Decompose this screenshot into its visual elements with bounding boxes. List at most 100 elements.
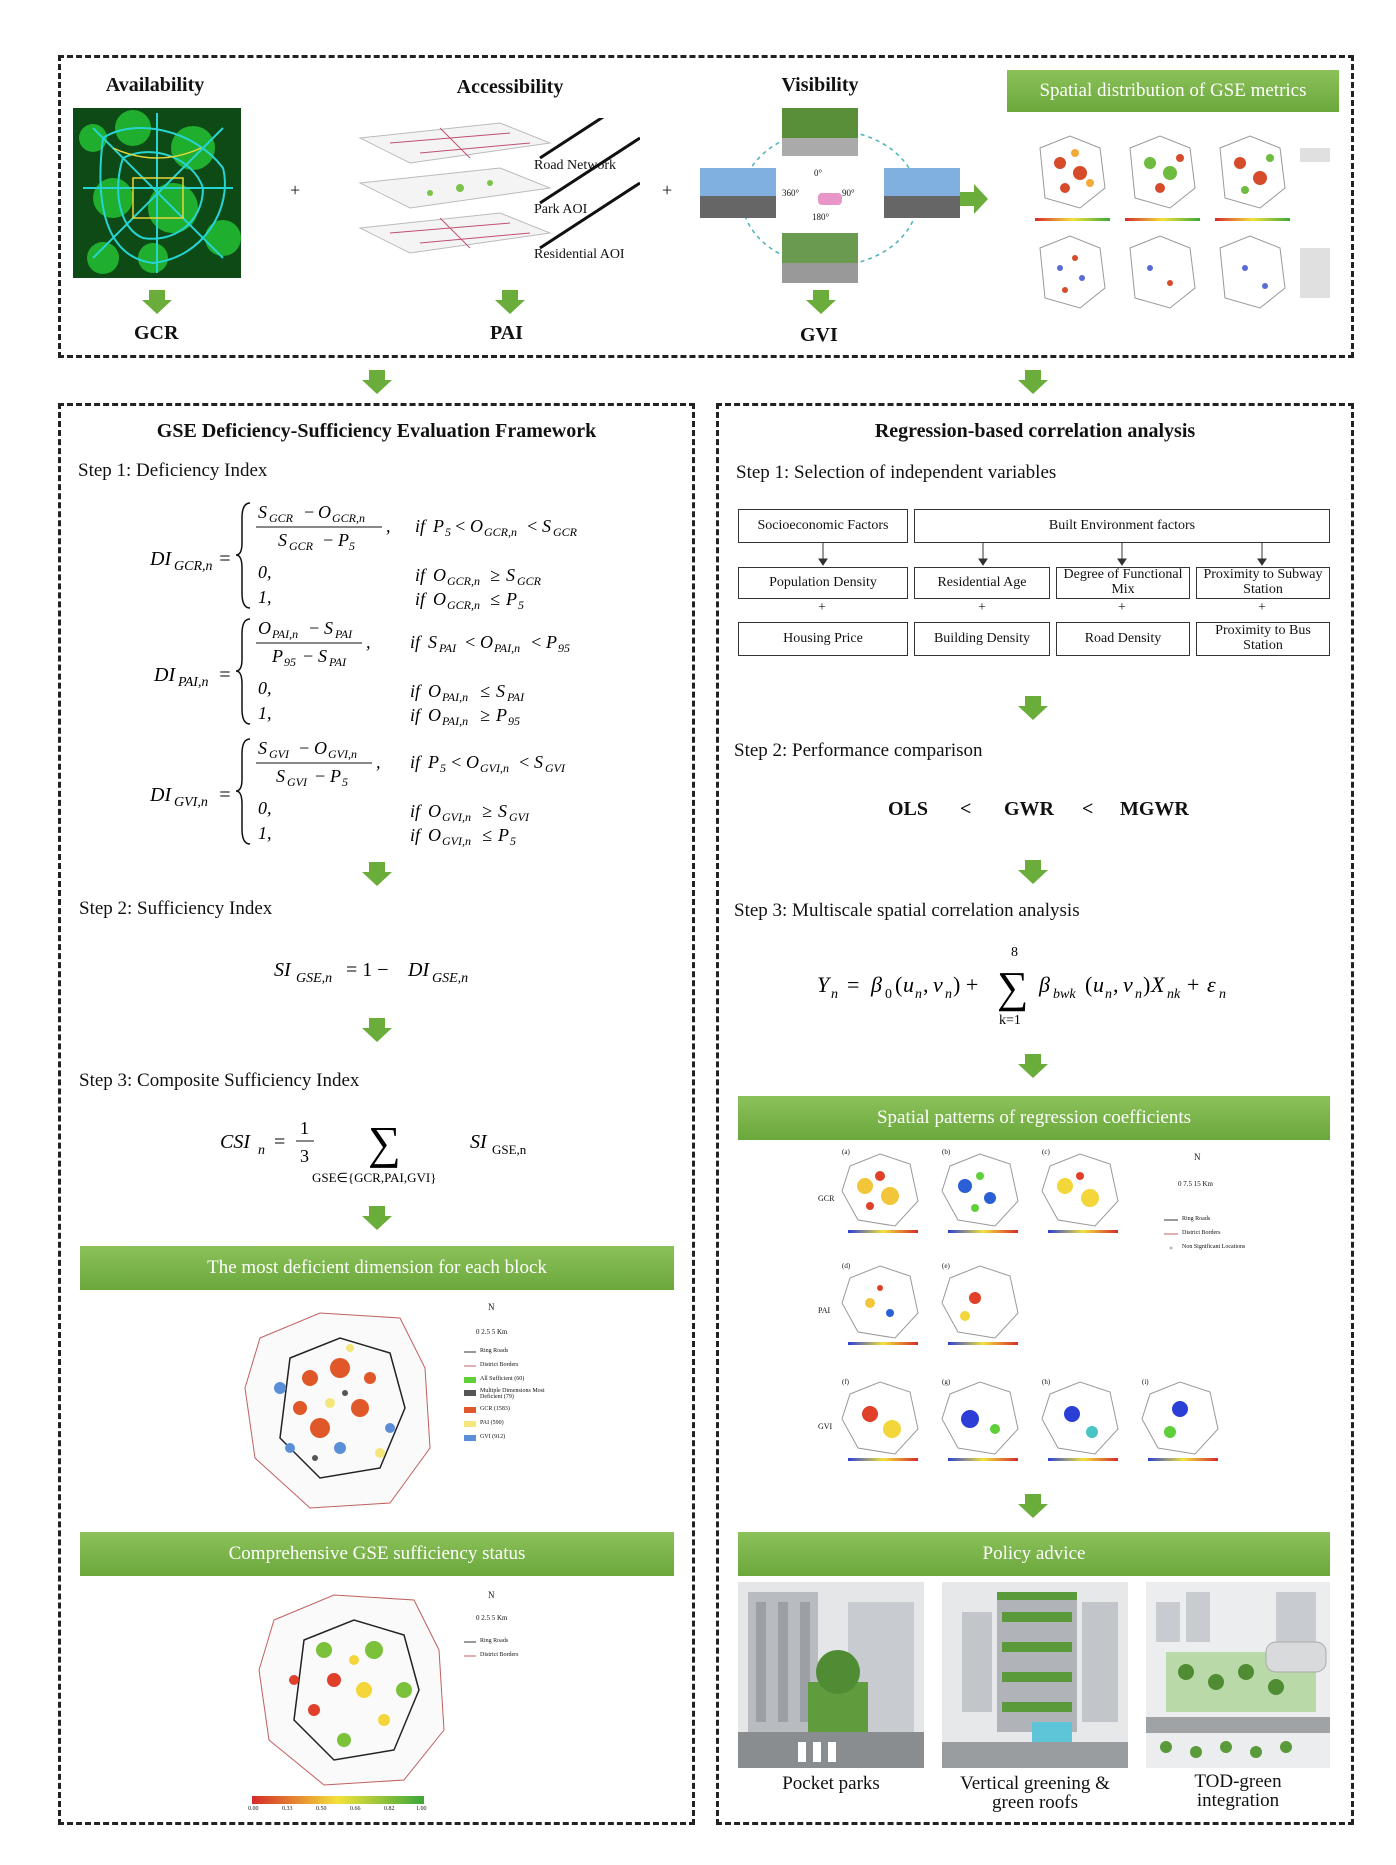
layer-park-aoi: Park AOI	[534, 202, 588, 217]
svg-text:,: ,	[376, 752, 381, 772]
svg-text:<: <	[526, 516, 538, 536]
north-arrow-3: N	[1194, 1152, 1201, 1162]
left-arrow-bar1	[362, 1206, 392, 1235]
svg-text:3: 3	[300, 1146, 309, 1166]
svg-text:O: O	[466, 752, 479, 772]
svg-text:PAI: PAI	[506, 690, 525, 704]
legend-non-significant: Non Significant Locations	[1182, 1244, 1246, 1250]
svg-text:O: O	[428, 681, 441, 701]
svg-text:P: P	[271, 646, 283, 666]
policy-pocket-parks: Pocket parks	[782, 1773, 880, 1794]
svg-text:): )	[1143, 972, 1150, 997]
svg-text:5: 5	[510, 834, 516, 848]
legend-ring-roads: Ring Roads	[1182, 1216, 1211, 1222]
svg-text:S: S	[498, 801, 507, 821]
svg-text:GCR: GCR	[269, 511, 294, 525]
svg-text:GSE,n: GSE,n	[296, 971, 332, 986]
svg-text:n: n	[1219, 987, 1226, 1002]
model-ols: OLS	[888, 798, 929, 820]
svg-text:PAI: PAI	[334, 627, 353, 641]
svg-text:=: =	[274, 1131, 285, 1153]
scale-bar-2: 0 2.5 5 Km	[476, 1614, 508, 1622]
right-arrow-bar1	[1018, 1054, 1048, 1083]
svg-text:−: −	[303, 502, 315, 522]
var-housing-price: Housing Price	[738, 622, 908, 656]
svg-text:P: P	[495, 705, 507, 725]
svg-text:u: u	[903, 972, 914, 997]
north-arrow-2: N	[488, 1590, 495, 1600]
svg-text:5: 5	[445, 525, 451, 539]
svg-text:0: 0	[885, 987, 892, 1002]
svg-text:O: O	[470, 516, 483, 536]
svg-text:GCR,n: GCR,n	[447, 598, 480, 612]
plus-sign-1: +	[290, 180, 301, 200]
gcr-label: GCR	[134, 322, 179, 344]
svg-text:95: 95	[508, 714, 520, 728]
panel-e: (e)	[942, 1262, 950, 1270]
svg-text:1: 1	[300, 1118, 309, 1138]
svg-text:GCR: GCR	[553, 525, 578, 539]
svg-text:GSE∈{GCR,PAI,GVI}: GSE∈{GCR,PAI,GVI}	[312, 1170, 436, 1185]
svg-text:GVI: GVI	[287, 775, 308, 789]
panel-b: (b)	[942, 1148, 951, 1156]
variable-connectors	[818, 543, 1267, 566]
svg-text:5: 5	[518, 598, 524, 612]
svg-text:<: <	[450, 752, 462, 772]
coefficient-legend: N 0 7.5 15 Km Ring Roads District Border…	[1160, 1152, 1290, 1262]
gvi-label: GVI	[800, 324, 838, 346]
angle-360: 360°	[782, 188, 800, 198]
svg-text:(: (	[895, 972, 902, 997]
top-panel	[58, 55, 1354, 358]
svg-text:−: −	[322, 530, 334, 550]
svg-text:<: <	[518, 752, 530, 772]
var-proximity-bus: Proximity to Bus Station	[1196, 622, 1330, 656]
svg-text:0,: 0,	[258, 562, 272, 582]
svg-text:SI: SI	[470, 1131, 488, 1153]
svg-text:S: S	[276, 766, 285, 786]
svg-text:PAI,n: PAI,n	[441, 690, 468, 704]
svg-text:1,: 1,	[258, 703, 272, 723]
svg-text:v: v	[1123, 972, 1133, 997]
svg-text:PAI: PAI	[328, 655, 347, 669]
svg-text:β: β	[870, 972, 882, 997]
svg-text:<: <	[530, 632, 542, 652]
built-environment-box: Built Environment factors	[914, 509, 1330, 543]
svg-text:v: v	[933, 972, 943, 997]
svg-text:if: if	[410, 705, 423, 725]
svg-text:,: ,	[923, 972, 929, 997]
panel-g: (g)	[942, 1378, 951, 1386]
svg-text:≥: ≥	[482, 801, 492, 821]
row-label-pai: PAI	[818, 1306, 831, 1315]
legend1-gcr: GCR (1583)	[480, 1406, 510, 1412]
down-arrow-gcr	[142, 290, 172, 319]
spatial-distribution-bar: Spatial distribution of GSE metrics	[1007, 70, 1339, 112]
model-gwr: GWR	[1004, 798, 1054, 820]
svg-text:DI: DI	[150, 784, 172, 806]
svg-text:∑: ∑	[997, 963, 1028, 1012]
left-step2: Step 2: Sufficiency Index	[79, 898, 273, 919]
angle-0: 0°	[814, 168, 823, 178]
var-population-density: Population Density	[738, 567, 908, 599]
deficient-map-legend: N 0 2.5 5 Km Ring Roads District Borders…	[462, 1302, 572, 1452]
scale-tick-3: 0.66	[350, 1806, 361, 1812]
tod-green-image	[1146, 1582, 1330, 1768]
right-arrow-policy	[1018, 1494, 1048, 1523]
svg-text:S: S	[428, 632, 437, 652]
svg-text:ε: ε	[1207, 972, 1216, 997]
svg-text:O: O	[428, 705, 441, 725]
legend1-multiple: Multiple Dimensions Most Deficient (79)	[480, 1388, 545, 1400]
right-panel-title: Regression-based correlation analysis	[874, 420, 1196, 442]
scale-tick-1: 0.33	[282, 1806, 293, 1812]
plus-sign-2: +	[662, 180, 673, 200]
svg-text:PAI: PAI	[438, 641, 457, 655]
svg-text:S: S	[496, 681, 505, 701]
right-step3: Step 3: Multiscale spatial correlation a…	[734, 900, 1080, 921]
svg-text:=: =	[218, 784, 232, 806]
svg-text:1,: 1,	[258, 823, 272, 843]
svg-text:k=1: k=1	[999, 1013, 1021, 1028]
svg-text:∑: ∑	[368, 1117, 401, 1168]
regression-coefficients-bar: Spatial patterns of regression coefficie…	[738, 1096, 1330, 1140]
